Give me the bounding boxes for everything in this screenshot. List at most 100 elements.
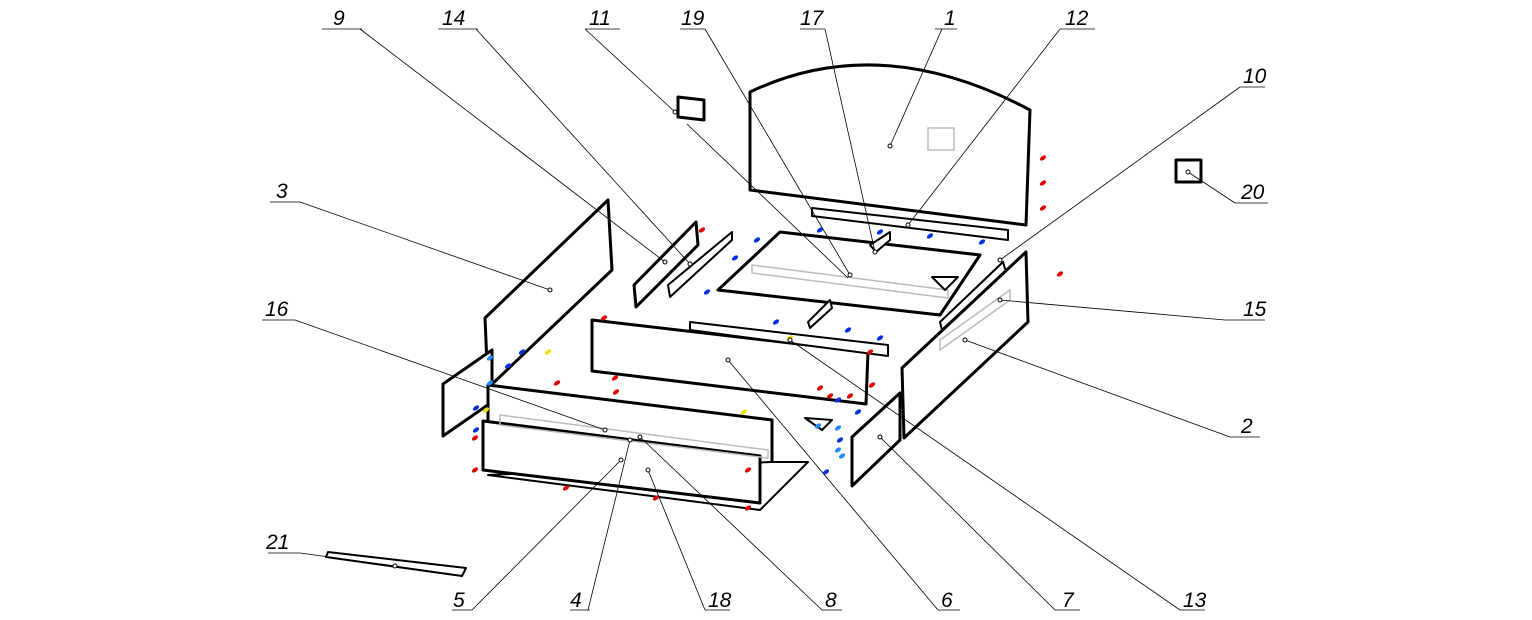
callout-17: 17: [800, 7, 825, 30]
leader-line: [1187, 171, 1236, 204]
fastener-marker: [698, 227, 706, 233]
fastener-marker: [1056, 271, 1064, 277]
callout-5: 5: [453, 589, 465, 612]
leader-line: [907, 28, 1061, 226]
callout-1: 1: [944, 7, 956, 30]
leader-line: [824, 28, 876, 253]
leader-line: [299, 201, 551, 291]
fastener-marker: [703, 289, 711, 295]
leader-line: [475, 28, 691, 265]
leader-dot: [962, 337, 968, 343]
leader-line: [359, 28, 666, 263]
fastener-marker: [612, 389, 620, 395]
fastener-marker: [834, 447, 842, 453]
leader-line: [879, 436, 1056, 611]
callout-2: 2: [1240, 415, 1253, 438]
fastener-marker: [740, 409, 748, 415]
fastener-marker: [544, 349, 552, 355]
fastener-marker: [562, 485, 570, 491]
leader-dot: [725, 357, 731, 363]
callout-11: 11: [589, 7, 611, 30]
leader-dot: [1185, 169, 1191, 175]
leader-line: [964, 339, 1231, 438]
leader-line: [999, 86, 1241, 261]
fastener-marker: [866, 349, 874, 355]
fastener-marker: [1039, 205, 1047, 211]
callout-21: 21: [265, 531, 289, 554]
leader-dot: [637, 434, 643, 440]
leader-line: [727, 359, 939, 611]
fastener-marker: [553, 380, 561, 386]
callout-labels: 9 14 11 19 17 1 12 10 20 3 16 15 2 21 5 …: [265, 7, 1267, 612]
fastener-marker: [978, 239, 986, 245]
leader-line: [294, 319, 606, 431]
leader-dot: [547, 287, 553, 293]
leader-line: [704, 28, 851, 276]
leader-dot: [847, 272, 853, 278]
fastener-marker: [471, 435, 479, 441]
leader-dot: [905, 222, 911, 228]
leader-dot: [392, 563, 398, 569]
callout-12: 12: [1065, 7, 1089, 30]
leader-dot: [877, 434, 883, 440]
fastener-marker: [834, 425, 842, 431]
part-15-rail: [939, 288, 1011, 352]
part-17-bracket: [869, 231, 891, 253]
leader-dot: [662, 259, 668, 265]
callout-19: 19: [681, 7, 705, 30]
leader-dot: [618, 457, 624, 463]
fastener-marker: [471, 467, 479, 473]
callout-14: 14: [442, 7, 465, 30]
callout-8: 8: [825, 589, 837, 612]
fastener-marker: [926, 233, 934, 239]
fastener-marker: [876, 229, 884, 235]
callout-15: 15: [1243, 298, 1267, 321]
fastener-marker: [816, 227, 824, 233]
fastener-marker: [854, 409, 862, 415]
part-corner-bracket: [807, 299, 833, 329]
callout-16: 16: [265, 298, 289, 321]
leader-dot: [887, 143, 893, 149]
fastener-marker: [844, 327, 852, 333]
part-bracket-top: [931, 276, 959, 291]
fastener-marker: [600, 315, 608, 321]
fastener-marker: [822, 469, 830, 475]
fastener-marker: [772, 319, 780, 325]
leader-line: [889, 28, 943, 147]
callout-4: 4: [570, 589, 582, 612]
leader-line: [587, 439, 631, 611]
fastener-marker: [1039, 155, 1047, 161]
callout-20: 20: [1240, 181, 1265, 204]
callout-6: 6: [941, 589, 953, 612]
fastener-marker: [838, 453, 846, 459]
leader-dot: [787, 337, 793, 343]
fastener-marker: [816, 385, 824, 391]
leader-line: [584, 28, 676, 113]
fastener-marker: [1039, 180, 1047, 186]
part-2-side-panel: [900, 250, 1030, 440]
leader-dot: [687, 261, 693, 267]
fastener-marker: [814, 423, 822, 429]
leader-line: [639, 436, 823, 611]
fastener-marker: [472, 405, 480, 411]
leader-line: [789, 339, 1181, 611]
callout-10: 10: [1243, 65, 1267, 88]
leader-dot: [672, 109, 678, 115]
part-5-guide: [499, 414, 769, 459]
leader-dot: [645, 467, 651, 473]
leader-dot: [997, 257, 1003, 263]
leader-dot: [627, 437, 633, 443]
part-14-rail: [667, 231, 733, 298]
leader-dot: [602, 427, 608, 433]
fastener-marker: [836, 437, 844, 443]
callout-9: 9: [333, 7, 345, 30]
fastener-marker: [876, 335, 884, 341]
leader-line: [299, 552, 396, 567]
fastener-marker: [753, 237, 761, 243]
fastener-marker: [731, 255, 739, 261]
part-9-panel: [632, 220, 700, 309]
callout-18: 18: [708, 589, 732, 612]
callout-7: 7: [1062, 589, 1075, 612]
fastener-marker: [504, 363, 512, 369]
